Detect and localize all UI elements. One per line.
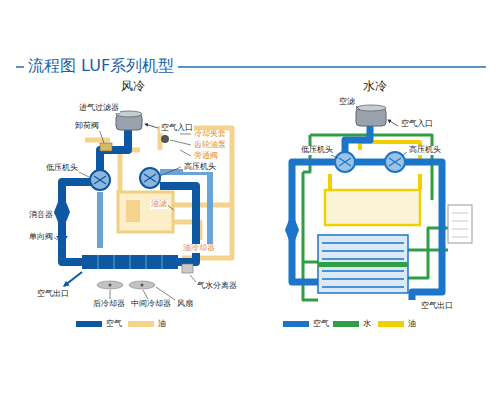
part-name: 气水分离器 bbox=[196, 282, 238, 291]
part-name: 卸荷阀 bbox=[74, 122, 100, 131]
legend-swatch bbox=[128, 321, 154, 327]
part-name: 旁通阀 bbox=[193, 152, 219, 161]
legend-swatch bbox=[283, 321, 309, 327]
legend-swatch bbox=[378, 321, 404, 327]
legend-label: 空气 bbox=[312, 318, 330, 330]
legend-label: 水 bbox=[362, 318, 372, 330]
part-name: 油冷却器 bbox=[182, 244, 216, 253]
part-name: 空气出口 bbox=[420, 302, 454, 311]
part-name: 后冷却器 bbox=[92, 300, 126, 309]
part-name: 低压机头 bbox=[45, 164, 79, 173]
part-name: 空滤 bbox=[338, 98, 356, 107]
panel-heading: 水冷 bbox=[362, 80, 388, 94]
part-name: 冷却夹套 bbox=[193, 130, 227, 139]
part-name: 空气入口 bbox=[160, 124, 194, 133]
part-name: 高压机头 bbox=[408, 146, 442, 155]
legend-swatch bbox=[333, 321, 359, 327]
water-cooled-illustration bbox=[285, 104, 472, 300]
legend-label: 油 bbox=[157, 318, 167, 330]
part-name: 空气出口 bbox=[36, 290, 70, 299]
air-cooled-illustration bbox=[53, 110, 232, 300]
part-name: 油滤 bbox=[150, 200, 168, 209]
part-name: 消音器 bbox=[28, 211, 54, 220]
part-name: 空气入口 bbox=[400, 120, 434, 129]
panel-heading: 风冷 bbox=[120, 80, 146, 94]
legend-swatch bbox=[76, 321, 102, 327]
part-name: 风扇 bbox=[176, 300, 194, 309]
part-name: 中间冷却器 bbox=[130, 300, 172, 309]
legend-label: 油 bbox=[407, 318, 417, 330]
page-title: 流程图 LUF系列机型 bbox=[24, 57, 178, 75]
part-name: 单向阀 bbox=[28, 233, 54, 242]
legend-label: 空气 bbox=[105, 318, 123, 330]
part-name: 齿轮油泵 bbox=[193, 141, 227, 150]
part-name: 高压机头 bbox=[183, 163, 217, 172]
part-name: 进气过滤器 bbox=[78, 104, 120, 113]
part-name: 低压机头 bbox=[300, 146, 334, 155]
